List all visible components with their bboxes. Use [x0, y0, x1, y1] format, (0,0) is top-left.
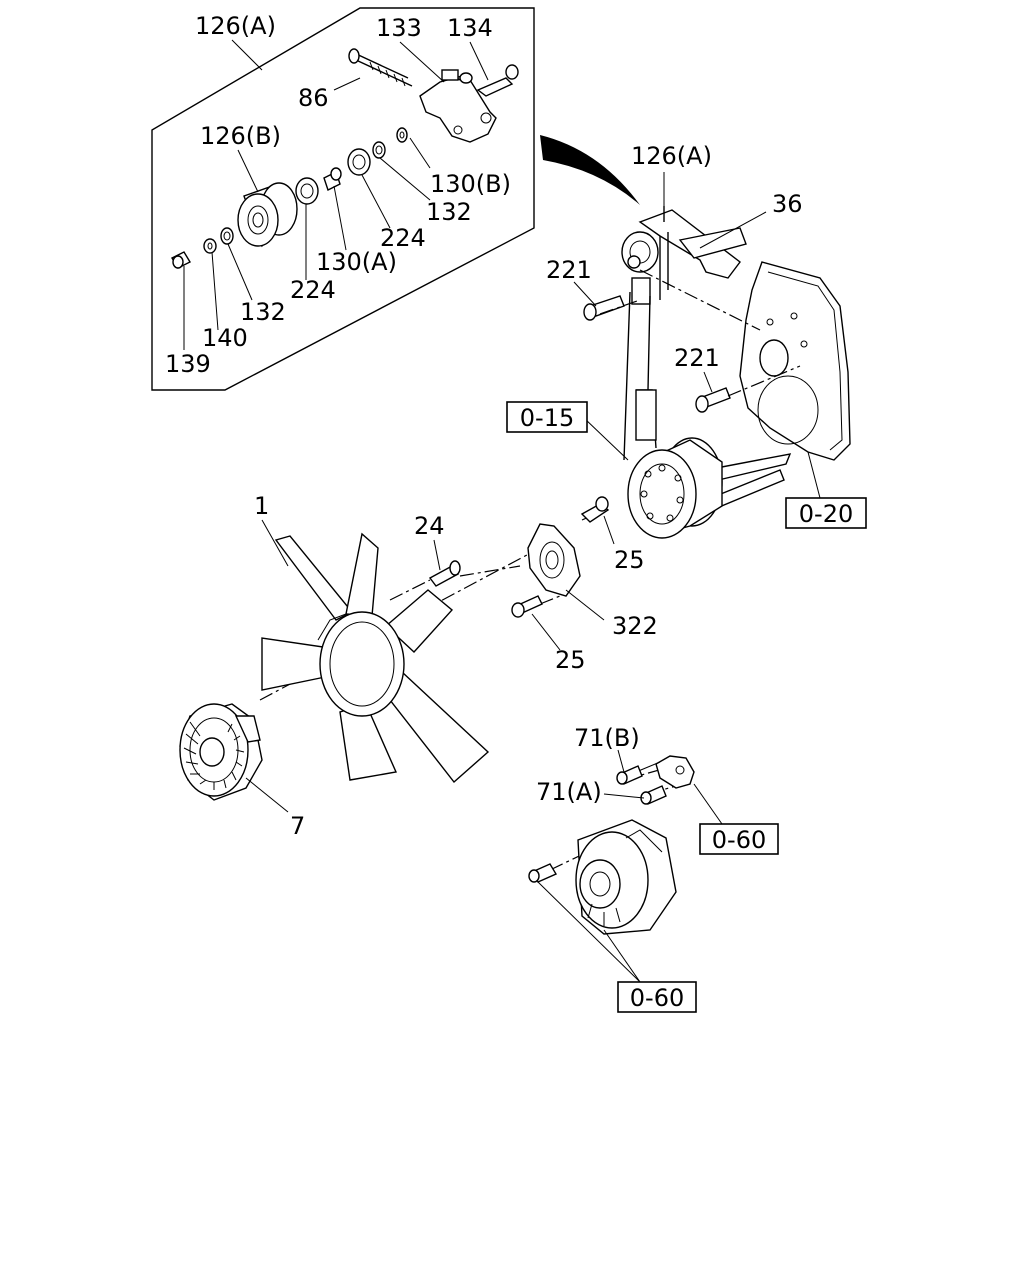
- label-221-upper: 221: [546, 256, 592, 284]
- label-224-lower: 224: [290, 276, 336, 304]
- label-86: 86: [298, 84, 329, 112]
- label-139: 139: [165, 350, 211, 378]
- cooling-fan: [261, 532, 490, 784]
- bolt-139: [171, 251, 191, 269]
- label-25-lower: 25: [555, 646, 586, 674]
- ref-0-60-upper-text: 0-60: [712, 826, 766, 854]
- bolt-25-upper: [580, 496, 610, 523]
- tensioner-pulley-126a: [621, 206, 665, 273]
- bolt-221-lower: [695, 387, 731, 413]
- label-7: 7: [290, 812, 305, 840]
- ref-box-0-60-upper: 0-60: [699, 823, 779, 855]
- label-1: 1: [254, 492, 269, 520]
- fan-clutch: [179, 703, 263, 801]
- label-133: 133: [376, 14, 422, 42]
- main-leaders: [245, 172, 821, 983]
- label-221-lower: 221: [674, 344, 720, 372]
- bearing-224-bottom: [295, 177, 319, 205]
- fan-pulley-hub-322: [527, 523, 581, 597]
- bolt-24: [428, 560, 461, 587]
- ref-0-60-lower-text: 0-60: [630, 984, 684, 1012]
- collar-130a: [323, 167, 342, 191]
- timing-cover: [739, 261, 851, 461]
- alternator-bracket: [635, 755, 695, 789]
- ref-0-15-text: 0-15: [520, 404, 574, 432]
- label-25-upper: 25: [614, 546, 645, 574]
- label-71a: 71(A): [536, 778, 602, 806]
- washer-130b: [396, 127, 408, 143]
- inset-frame: [151, 7, 535, 391]
- label-71b: 71(B): [574, 724, 640, 752]
- bracket-126a: [419, 69, 497, 143]
- bolt-134: [476, 64, 519, 97]
- label-140: 140: [202, 324, 248, 352]
- bolt-71b: [616, 765, 643, 785]
- ref-box-0-60-lower: 0-60: [617, 981, 697, 1013]
- label-132-lower: 132: [240, 298, 286, 326]
- pulley-126b: [237, 182, 298, 248]
- ref-box-0-15: 0-15: [506, 401, 588, 433]
- nut-140: [203, 238, 217, 254]
- label-322: 322: [612, 612, 658, 640]
- label-130a: 130(A): [316, 248, 397, 276]
- crank-pulley-bolt-holes: [640, 464, 684, 522]
- label-224-upper: 224: [380, 224, 426, 252]
- crank-pulley: [627, 437, 723, 539]
- bolt-25-lower: [511, 595, 543, 618]
- inset-pointer-arrow: [540, 135, 640, 205]
- bolt-71a: [640, 785, 667, 805]
- label-126a-main: 126(A): [631, 142, 712, 170]
- bracket-36: [631, 209, 747, 305]
- washer-132-bottom: [220, 227, 234, 245]
- inset-leaders: [183, 39, 489, 350]
- label-126a-inset: 126(A): [195, 12, 276, 40]
- alternator: [575, 819, 677, 935]
- part-labels: 126(A) 133 134 86 126(B) 130(B) 132 224 …: [165, 12, 803, 840]
- label-134: 134: [447, 14, 493, 42]
- bearing-224-top: [347, 148, 371, 176]
- washer-132-top: [372, 141, 386, 159]
- label-126b: 126(B): [200, 122, 281, 150]
- label-36: 36: [772, 190, 803, 218]
- bolt-alternator: [528, 863, 558, 883]
- bolt-86: [348, 48, 413, 87]
- belt: [623, 291, 792, 511]
- ref-box-0-20: 0-20: [785, 497, 867, 529]
- ref-0-20-text: 0-20: [799, 500, 853, 528]
- label-24: 24: [414, 512, 445, 540]
- label-130b: 130(B): [430, 170, 511, 198]
- label-132-upper: 132: [426, 198, 472, 226]
